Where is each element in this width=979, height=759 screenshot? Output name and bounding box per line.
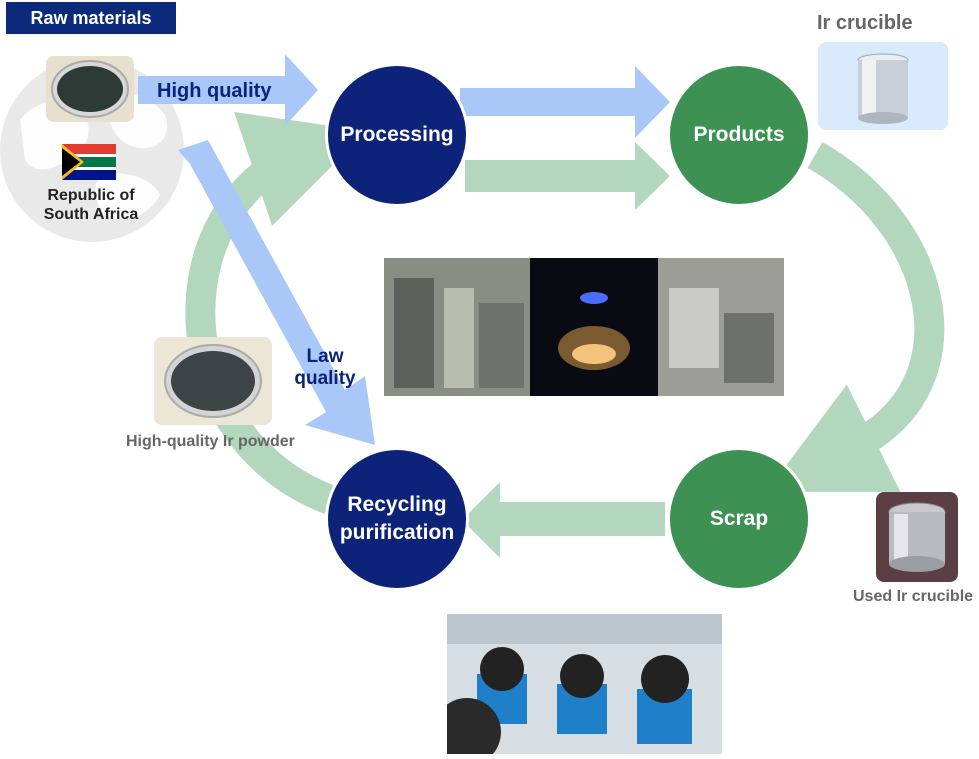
country-label-line2: South Africa (43, 206, 139, 223)
loop-arrow-left (185, 112, 367, 514)
green-arrow-to-recycling (462, 482, 665, 558)
high-quality-label: High quality (157, 80, 272, 102)
scrap-node: Scrap (670, 450, 808, 588)
ir-crucible-photo (818, 42, 948, 130)
ir-powder-label: High-quality Ir powder (126, 433, 295, 450)
recycling-line1: Recycling (347, 493, 447, 516)
ir-crucible-label: Ir crucible (817, 12, 913, 34)
green-arrow-to-products (465, 142, 670, 210)
blue-arrow-to-products (460, 66, 670, 138)
raw-materials-badge: Raw materials (6, 2, 176, 34)
south-africa-flag-icon (62, 144, 116, 180)
recycling-node: Recycling purification (328, 450, 466, 588)
high-quality-arrow (138, 54, 318, 126)
processing-node: Processing (328, 66, 466, 204)
used-crucible-photo (876, 492, 958, 582)
law-quality-line1: Law (306, 346, 344, 367)
recycling-line2: purification (339, 521, 455, 544)
law-quality-label: Law quality (290, 346, 360, 390)
loop-arrow-right (766, 141, 945, 492)
law-quality-arrow (178, 140, 375, 445)
raw-powder-photo (46, 56, 134, 122)
used-crucible-label: Used Ir crucible (853, 588, 974, 605)
ir-powder-photo (154, 337, 272, 425)
equipment-photo (433, 614, 722, 759)
products-node: Products (670, 66, 808, 204)
law-quality-line2: quality (294, 368, 356, 389)
factory-photos (384, 258, 784, 396)
country-label-line1: Republic of (47, 187, 135, 204)
country-label: Republic of South Africa (30, 186, 152, 224)
